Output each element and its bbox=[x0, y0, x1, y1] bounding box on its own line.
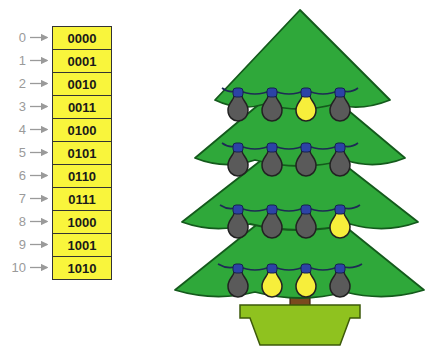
index-number: 2 bbox=[2, 77, 26, 90]
binary-code: 0110 bbox=[68, 170, 96, 183]
binary-code: 0100 bbox=[68, 124, 97, 137]
binary-code: 0010 bbox=[68, 78, 97, 91]
binary-cell: 0100 bbox=[52, 118, 112, 142]
binary-cell: 1001 bbox=[52, 233, 112, 257]
binary-code: 0011 bbox=[68, 101, 96, 114]
binary-cell: 0111 bbox=[52, 187, 112, 211]
index-number: 0 bbox=[2, 31, 26, 44]
index-arrows bbox=[30, 38, 47, 268]
binary-cell: 0011 bbox=[52, 95, 112, 119]
index-number: 3 bbox=[2, 100, 26, 113]
binary-cell: 0001 bbox=[52, 49, 112, 73]
light-strings bbox=[218, 88, 362, 270]
binary-cell: 1000 bbox=[52, 210, 112, 234]
binary-code: 0001 bbox=[68, 55, 97, 68]
index-number: 8 bbox=[2, 215, 26, 228]
binary-cell: 0010 bbox=[52, 72, 112, 96]
bulbs bbox=[228, 88, 350, 297]
tree bbox=[175, 10, 424, 345]
index-number: 5 bbox=[2, 146, 26, 159]
index-number: 10 bbox=[2, 261, 26, 274]
binary-code: 0111 bbox=[68, 193, 96, 206]
binary-cell: 0101 bbox=[52, 141, 112, 165]
index-number: 9 bbox=[2, 238, 26, 251]
binary-code: 0000 bbox=[68, 32, 97, 45]
index-number: 1 bbox=[2, 54, 26, 67]
binary-cell: 1010 bbox=[52, 256, 112, 280]
binary-code: 1001 bbox=[68, 239, 97, 252]
index-number: 6 bbox=[2, 169, 26, 182]
index-number: 4 bbox=[2, 123, 26, 136]
binary-cell: 0110 bbox=[52, 164, 112, 188]
binary-cell: 0000 bbox=[52, 26, 112, 50]
binary-code: 1010 bbox=[68, 262, 97, 275]
index-number: 7 bbox=[2, 192, 26, 205]
binary-code: 0101 bbox=[68, 147, 97, 160]
binary-code: 1000 bbox=[68, 216, 97, 229]
